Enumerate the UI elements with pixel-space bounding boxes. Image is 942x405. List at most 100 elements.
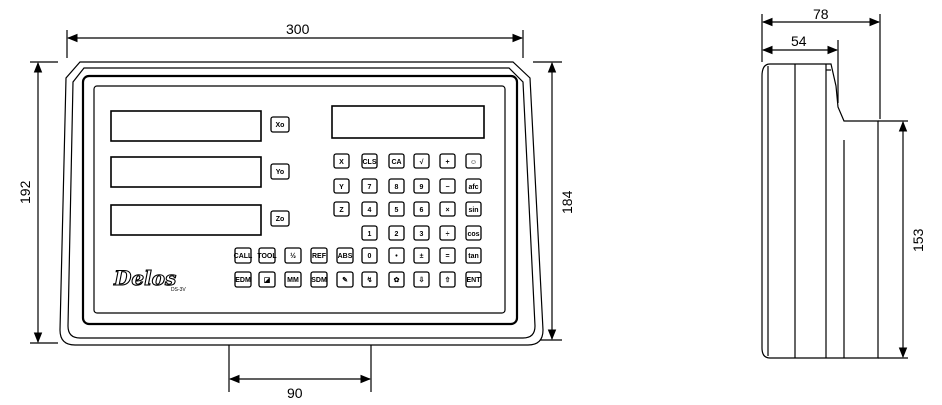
key-afc[interactable]: afc (465, 178, 482, 194)
key-plus-minus[interactable]: ± (413, 247, 430, 264)
key-5[interactable]: 5 (388, 201, 405, 217)
key-mm-inch[interactable]: MM (284, 271, 302, 288)
key-label: ABS (338, 253, 353, 260)
key-label: afc (468, 184, 478, 191)
y-zero-key-label: Yo (276, 169, 284, 176)
key-settings[interactable]: ✿ (388, 271, 405, 288)
front-housing-inner-outline (67, 67, 536, 339)
key-label: 7 (368, 184, 372, 191)
key-arrow-up[interactable]: ⇧ (439, 271, 456, 288)
key-label: CLS (363, 159, 377, 166)
key-label: MM (287, 277, 299, 284)
key-label: ☺ (470, 159, 477, 166)
key-pattern[interactable]: ◪ (258, 271, 276, 288)
key-label: 4 (368, 207, 372, 214)
key-label: TOOL (257, 253, 277, 260)
key-y-axis[interactable]: Y (333, 178, 350, 194)
base-90-label: 90 (287, 385, 303, 401)
key-0[interactable]: 0 (361, 247, 378, 264)
key-4[interactable]: 4 (361, 201, 378, 217)
key-9[interactable]: 9 (413, 178, 430, 194)
front-bezel (81, 74, 519, 326)
key-label: × (445, 207, 449, 214)
x-zero-key-label: Xo (276, 122, 285, 129)
key-label: ENT (467, 277, 482, 284)
front-view: Xo Yo Zo X CLS CA √ + ☺ Y 7 8 9 − afc Z (59, 61, 544, 392)
key-z-axis[interactable]: Z (333, 201, 350, 217)
key-arrow-down[interactable]: ⇩ (413, 271, 430, 288)
key-minus[interactable]: − (439, 178, 456, 194)
front-panel (93, 85, 506, 314)
key-label: 1 (368, 231, 372, 238)
key-decimal[interactable]: • (388, 247, 405, 264)
key-label: ½ (290, 252, 296, 260)
key-sin[interactable]: sin (465, 201, 482, 217)
side-housing-outline (761, 63, 879, 359)
x-axis-display (110, 110, 262, 142)
x-zero-key[interactable]: Xo (270, 116, 290, 133)
key-edm[interactable]: EDM (234, 271, 252, 288)
key-half[interactable]: ½ (284, 247, 302, 264)
key-equals[interactable]: = (439, 247, 456, 264)
key-label: ↯ (367, 276, 373, 284)
key-8[interactable]: 8 (388, 178, 405, 194)
key-call[interactable]: CALL (234, 247, 253, 264)
key-label: ÷ (446, 231, 450, 238)
y-axis-display (110, 156, 262, 188)
key-label: CALL (234, 253, 253, 260)
key-7[interactable]: 7 (361, 178, 378, 194)
key-function[interactable]: ☺ (465, 153, 482, 169)
model-label: DS-3V (171, 287, 186, 293)
key-label: tan (468, 253, 479, 260)
key-label: √ (420, 158, 424, 166)
key-6[interactable]: 6 (413, 201, 430, 217)
brand-logo: Delos (113, 266, 176, 290)
key-label: Y (339, 184, 344, 191)
depth-78-label: 78 (813, 6, 829, 22)
width-300-label: 300 (286, 21, 310, 37)
key-label: 8 (395, 184, 399, 191)
key-label: ± (420, 253, 424, 260)
key-label: ⇧ (445, 276, 451, 284)
key-3[interactable]: 3 (413, 225, 430, 241)
key-label: ✿ (394, 276, 400, 284)
key-divide[interactable]: ÷ (439, 225, 456, 241)
key-label: cos (467, 231, 479, 238)
key-1[interactable]: 1 (361, 225, 378, 241)
front-housing-outline (59, 61, 544, 346)
key-ent[interactable]: ENT (465, 271, 482, 288)
key-multiply[interactable]: × (439, 201, 456, 217)
key-label: ◪ (264, 277, 271, 284)
key-label: 5 (395, 207, 399, 214)
key-cls[interactable]: CLS (361, 153, 378, 169)
key-edit[interactable]: ✎ (336, 271, 354, 288)
key-2[interactable]: 2 (388, 225, 405, 241)
key-sdm[interactable]: SDM (310, 271, 328, 288)
key-tan[interactable]: tan (465, 247, 482, 264)
key-x-axis[interactable]: X (333, 153, 350, 169)
height-192-label: 192 (17, 180, 33, 204)
key-label: CA (391, 159, 401, 166)
height-184-label: 184 (559, 190, 575, 214)
key-sqrt[interactable]: √ (413, 153, 430, 169)
y-zero-key[interactable]: Yo (270, 163, 290, 180)
z-zero-key[interactable]: Zo (270, 210, 290, 227)
key-ca[interactable]: CA (388, 153, 405, 169)
key-label: sin (468, 207, 478, 214)
key-abs-inc[interactable]: ABS (336, 247, 354, 264)
z-axis-display (110, 204, 262, 236)
key-label: X (339, 159, 344, 166)
key-label: = (445, 253, 449, 260)
side-dimensions: 78 54 153 (761, 6, 926, 359)
key-label: EDM (235, 277, 251, 284)
key-plus[interactable]: + (439, 153, 456, 169)
key-ref[interactable]: REF (310, 247, 328, 264)
key-cos[interactable]: cos (465, 225, 482, 241)
key-calculator[interactable]: ↯ (361, 271, 378, 288)
key-label: ✎ (342, 276, 348, 284)
keypad: X CLS CA √ + ☺ Y 7 8 9 − afc Z 4 5 6 × s… (234, 153, 482, 288)
key-tool[interactable]: TOOL (257, 247, 277, 264)
key-label: Z (339, 207, 344, 214)
key-label: 6 (420, 207, 424, 214)
